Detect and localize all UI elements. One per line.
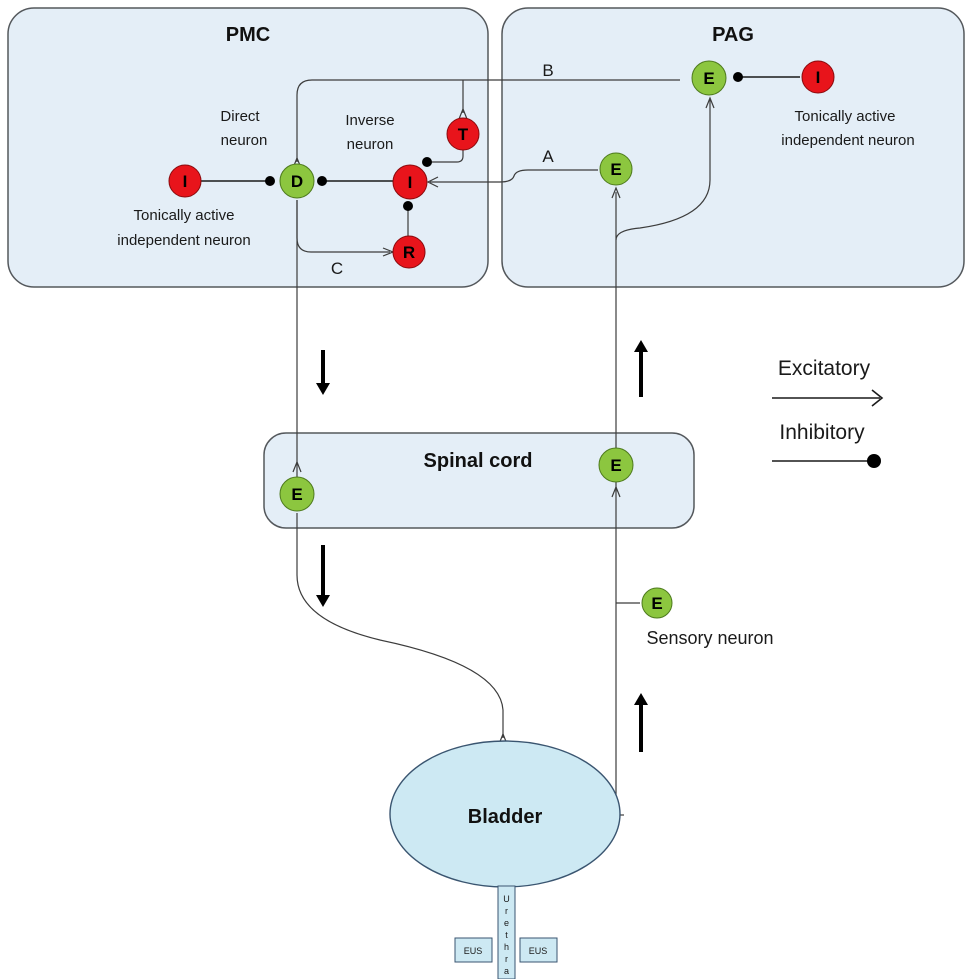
up-arrow-2 bbox=[634, 693, 648, 752]
legend-inhibitory-terminal bbox=[867, 454, 881, 468]
svg-text:E: E bbox=[291, 485, 302, 504]
svg-text:E: E bbox=[651, 594, 662, 613]
inhibitory-terminal bbox=[403, 201, 413, 211]
pag-e-top-node: E bbox=[691, 60, 727, 96]
excitatory-terminal bbox=[705, 96, 715, 109]
excitatory-terminal bbox=[611, 485, 621, 498]
urethra-letter: r bbox=[505, 906, 508, 916]
urethra-letter: t bbox=[505, 930, 508, 940]
direct-neuron-label-line1: Direct bbox=[220, 108, 260, 125]
eus-left bbox=[454, 937, 493, 963]
eus-right bbox=[519, 937, 558, 963]
path-b-wire bbox=[296, 79, 680, 162]
bladder-label: Bladder bbox=[468, 806, 543, 828]
urethra-letter: h bbox=[504, 942, 509, 952]
urethra-letter: U bbox=[503, 894, 510, 904]
pag-region bbox=[501, 7, 965, 288]
direct-neuron-label-line2: neuron bbox=[221, 132, 268, 149]
urethra bbox=[497, 885, 516, 979]
svg-text:E: E bbox=[703, 69, 714, 88]
pmc-title: PMC bbox=[226, 24, 270, 46]
up-arrow-1 bbox=[634, 340, 648, 397]
eus-right-label: EUS bbox=[529, 946, 548, 956]
spinal-cord-region bbox=[263, 432, 695, 529]
pmc-tonic-label-line2: independent neuron bbox=[117, 232, 250, 249]
excitatory-terminal bbox=[292, 460, 302, 473]
svg-text:R: R bbox=[403, 243, 415, 262]
svg-text:D: D bbox=[291, 172, 303, 191]
inverse-neuron-node: I bbox=[392, 164, 428, 200]
sensory-neuron-label: Sensory neuron bbox=[646, 628, 773, 648]
legend-excitatory-terminal bbox=[871, 389, 884, 407]
pag-e-mid-node: E bbox=[599, 152, 633, 186]
pag-tonic-inhibitory-node: I bbox=[801, 60, 835, 94]
ascending-to-pag-e-top-wire bbox=[615, 100, 711, 241]
inhibitory-terminal bbox=[317, 176, 327, 186]
inverse-neuron-label-line1: Inverse bbox=[345, 112, 394, 129]
urethra-letter: e bbox=[504, 918, 509, 928]
spinal-to-bladder-wire bbox=[296, 513, 504, 738]
r-node: R bbox=[392, 235, 426, 269]
spinal-cord-title: Spinal cord bbox=[424, 450, 533, 472]
sensory-e-node: E bbox=[641, 587, 673, 619]
pmc-region bbox=[7, 7, 489, 288]
svg-text:E: E bbox=[610, 160, 621, 179]
urethra-letter: a bbox=[504, 966, 509, 976]
spinal-e-right-node: E bbox=[598, 447, 634, 483]
inhibitory-terminal bbox=[422, 157, 432, 167]
svg-text:T: T bbox=[458, 125, 469, 144]
urethra-letter: r bbox=[505, 954, 508, 964]
path-a-wire bbox=[430, 169, 598, 183]
excitatory-terminal bbox=[426, 176, 439, 188]
svg-text:I: I bbox=[816, 68, 821, 87]
pag-tonic-label-line1: Tonically active bbox=[795, 108, 896, 125]
pag-title: PAG bbox=[712, 24, 754, 46]
t-node: T bbox=[446, 117, 480, 151]
spinal-e-left-node: E bbox=[279, 476, 315, 512]
legend-excitatory-label: Excitatory bbox=[778, 357, 871, 380]
down-arrow-1 bbox=[316, 350, 330, 395]
path-b-label: B bbox=[542, 61, 553, 80]
pmc-tonic-label-line1: Tonically active bbox=[134, 207, 235, 224]
svg-text:I: I bbox=[183, 172, 188, 191]
legend-inhibitory-label: Inhibitory bbox=[779, 421, 865, 444]
t-to-inverse-wire bbox=[430, 150, 464, 163]
inhibitory-terminal bbox=[733, 72, 743, 82]
path-c-label: C bbox=[331, 259, 343, 278]
svg-text:I: I bbox=[408, 173, 413, 192]
inhibitory-terminal bbox=[265, 176, 275, 186]
inverse-neuron-label-line2: neuron bbox=[347, 136, 394, 153]
excitatory-terminal bbox=[611, 186, 621, 199]
svg-text:E: E bbox=[610, 456, 621, 475]
down-arrow-2 bbox=[316, 545, 330, 607]
path-a-label: A bbox=[542, 147, 554, 166]
direct-neuron-node: D bbox=[279, 163, 315, 199]
eus-left-label: EUS bbox=[464, 946, 483, 956]
legend: Excitatory Inhibitory bbox=[772, 357, 884, 468]
pmc-tonic-inhibitory-node: I bbox=[168, 164, 202, 198]
pag-tonic-label-line2: independent neuron bbox=[781, 132, 914, 149]
excitatory-terminal bbox=[458, 107, 468, 120]
